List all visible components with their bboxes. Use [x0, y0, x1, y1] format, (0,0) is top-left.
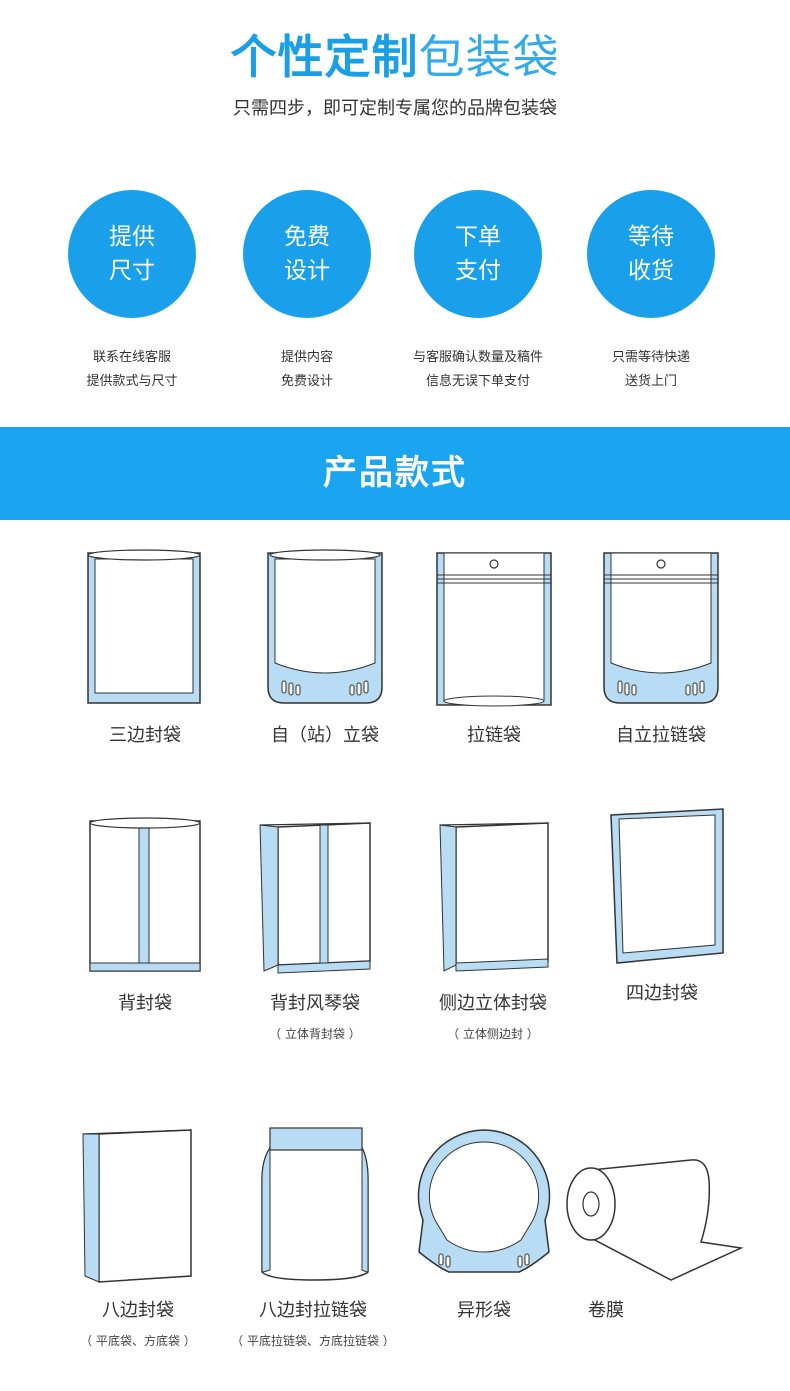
step-4: 等待 收货 只需等待快递 送货上门 — [566, 190, 736, 394]
product-name: 八边封拉链袋 — [259, 1300, 367, 1321]
step-circle: 下单 支付 — [414, 190, 542, 318]
shaped-bag-icon — [417, 1129, 551, 1273]
product-shaped: 异形袋 — [396, 1120, 572, 1332]
product-name: 侧边立体封袋 — [439, 993, 547, 1014]
stand-up-bag-icon — [267, 549, 383, 704]
step-2: 免费 设计 提供内容 免费设计 — [222, 190, 392, 394]
step-line1: 等待 — [628, 224, 674, 250]
step-circle: 提供 尺寸 — [68, 190, 196, 318]
product-name: 自（站）立袋 — [271, 725, 379, 746]
title-strong: 个性定制 — [230, 30, 419, 84]
step-desc: 提供内容 免费设计 — [222, 346, 392, 394]
product-zipper: 拉链袋 — [406, 545, 582, 757]
product-note: （ 立体侧边封 ） — [447, 1027, 539, 1041]
product-stand-up-zipper: 自立拉链袋 — [573, 545, 749, 757]
step-line2: 支付 — [455, 258, 501, 284]
product-four-side-seal: 四边封袋 — [574, 803, 750, 1015]
product-name: 自立拉链袋 — [616, 725, 706, 746]
back-seal-bag-icon — [89, 817, 201, 972]
roll-film-icon — [566, 1159, 744, 1281]
step-line2: 设计 — [284, 258, 330, 284]
back-gusset-bag-icon — [259, 822, 371, 974]
product-side-gusset: 侧边立体封袋 （ 立体侧边封 ） — [405, 813, 581, 1042]
step-desc2: 送货上门 — [624, 374, 677, 389]
product-name: 异形袋 — [457, 1300, 511, 1321]
page-title: 个性定制包装袋 — [0, 28, 790, 86]
step-desc1: 只需等待快递 — [611, 350, 690, 365]
product-back-seal: 背封袋 — [57, 813, 233, 1025]
page-subtitle: 只需四步，即可定制专属您的品牌包装袋 — [233, 98, 557, 119]
step-desc2: 免费设计 — [280, 374, 333, 389]
product-name: 三边封袋 — [109, 725, 181, 746]
step-line2: 收货 — [628, 258, 674, 284]
side-gusset-bag-icon — [439, 822, 549, 972]
product-note: （ 平底拉链袋、方底拉链袋 ） — [231, 1334, 395, 1348]
step-circle: 免费 设计 — [243, 190, 371, 318]
product-name: 八边封袋 — [102, 1300, 174, 1321]
products-section: 三边封袋 自（站）立袋 拉链袋 — [0, 520, 790, 1391]
product-back-gusset: 背封风琴袋 （ 立体背封袋 ） — [227, 813, 403, 1042]
step-1: 提供 尺寸 联系在线客服 提供款式与尺寸 — [47, 190, 217, 394]
product-name: 卷膜 — [588, 1300, 624, 1321]
product-name: 背封袋 — [118, 993, 172, 1014]
four-side-seal-bag-icon — [610, 808, 724, 964]
page-header: 个性定制包装袋 只需四步，即可定制专属您的品牌包装袋 — [0, 28, 790, 120]
product-eight-side-zipper: 八边封拉链袋 （ 平底拉链袋、方底拉链袋 ） — [225, 1120, 401, 1349]
product-three-side-seal: 三边封袋 — [57, 545, 233, 757]
step-line1: 免费 — [284, 224, 330, 250]
product-eight-side-seal: 八边封袋 （ 平底袋、方底袋 ） — [50, 1120, 226, 1349]
product-roll-film: 卷膜 — [556, 1120, 756, 1332]
step-line2: 尺寸 — [109, 258, 155, 284]
product-note: （ 立体背封袋 ） — [269, 1027, 361, 1041]
step-desc: 联系在线客服 提供款式与尺寸 — [47, 346, 217, 394]
product-name: 背封风琴袋 — [270, 993, 360, 1014]
step-3: 下单 支付 与客服确认数量及稿件 信息无误下单支付 — [393, 190, 563, 394]
step-desc2: 信息无误下单支付 — [425, 374, 530, 389]
step-desc2: 提供款式与尺寸 — [86, 374, 178, 389]
section-banner: 产品款式 — [0, 427, 790, 520]
product-name: 四边封袋 — [626, 983, 698, 1004]
product-note: （ 平底袋、方底袋 ） — [80, 1334, 196, 1348]
product-stand-up: 自（站）立袋 — [237, 545, 413, 757]
step-circle: 等待 收货 — [587, 190, 715, 318]
step-desc1: 提供内容 — [280, 350, 333, 365]
step-desc1: 与客服确认数量及稿件 — [412, 350, 543, 365]
steps-section: 提供 尺寸 联系在线客服 提供款式与尺寸 免费 设计 提供内容 免费设计 下单 … — [0, 190, 790, 400]
eight-side-seal-bag-icon — [82, 1129, 192, 1283]
step-desc1: 联系在线客服 — [92, 350, 171, 365]
step-line1: 提供 — [109, 224, 155, 250]
zipper-bag-icon — [436, 552, 552, 707]
stand-up-zipper-bag-icon — [603, 552, 719, 704]
product-name: 拉链袋 — [467, 725, 521, 746]
step-desc: 与客服确认数量及稿件 信息无误下单支付 — [393, 346, 563, 394]
step-line1: 下单 — [455, 224, 501, 250]
step-desc: 只需等待快递 送货上门 — [566, 346, 736, 394]
title-light: 包装袋 — [418, 30, 560, 84]
three-side-seal-bag-icon — [87, 549, 201, 704]
banner-title: 产品款式 — [323, 453, 467, 493]
eight-side-zipper-bag-icon — [261, 1127, 369, 1281]
